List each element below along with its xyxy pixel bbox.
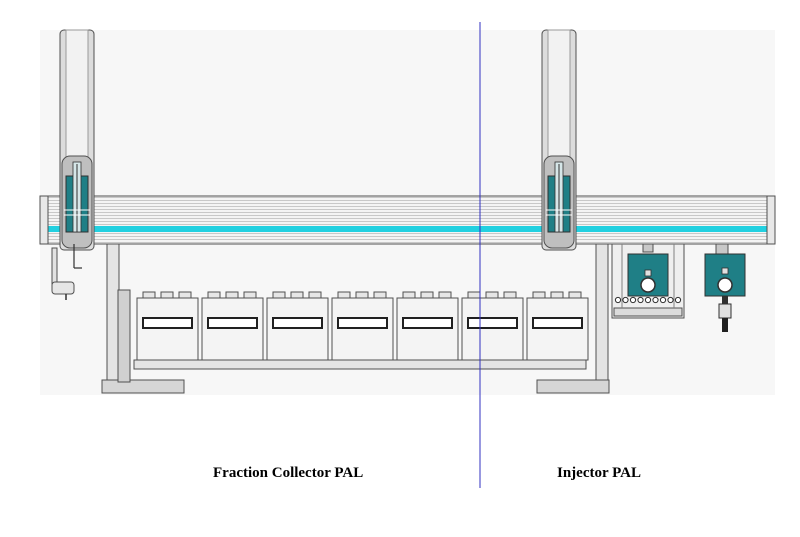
- vial-icon: [674, 296, 682, 304]
- sample-tray: [136, 291, 199, 361]
- sample-trays: [136, 291, 589, 361]
- vial-rack: [614, 296, 682, 304]
- sample-tray: [331, 291, 394, 361]
- sample-tray: [396, 291, 459, 361]
- vial-icon: [614, 296, 622, 304]
- sample-tray: [526, 291, 589, 361]
- valve-port-icon: [717, 277, 733, 293]
- horizontal-rail: [39, 195, 776, 245]
- vial-icon: [637, 296, 644, 304]
- right-support-leg: [536, 242, 610, 394]
- sample-tray: [266, 291, 329, 361]
- vial-icon: [659, 296, 667, 304]
- vial-icon: [652, 296, 659, 304]
- fraction-collector-probe: [51, 244, 82, 300]
- injector-arm: [541, 29, 577, 251]
- vial-icon: [644, 296, 652, 304]
- sample-tray: [461, 291, 524, 361]
- fraction-collector-label: Fraction Collector PAL: [213, 465, 364, 481]
- vial-icon: [667, 296, 674, 304]
- sample-tray: [201, 291, 264, 361]
- vial-icon: [622, 296, 629, 304]
- rail-accent-stripe: [40, 226, 775, 232]
- injection-valve-right: [704, 243, 746, 332]
- fraction-collector-arm: [59, 29, 95, 251]
- vial-icon: [629, 296, 637, 304]
- injector-label: Injector PAL: [557, 465, 642, 481]
- tray-platform: [117, 289, 587, 383]
- injection-valve-left: [627, 253, 669, 297]
- valve-port-icon: [640, 277, 656, 293]
